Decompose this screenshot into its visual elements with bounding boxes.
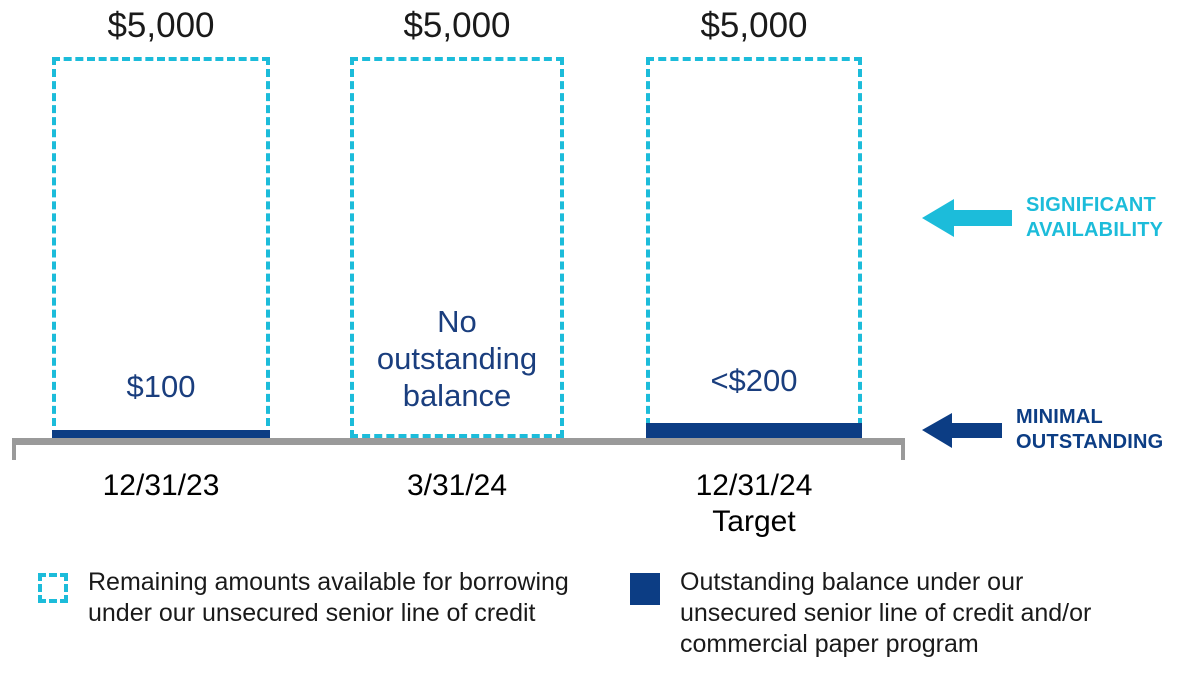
x-axis-tick-right [901,438,905,460]
category-label-1: 12/31/23 [42,468,280,504]
category-label-3: 12/31/24 Target [640,468,868,540]
left-arrow-icon [922,199,1012,237]
x-axis-tick-left [12,438,16,460]
legend-label-available: Remaining amounts available for borrowin… [88,568,569,627]
outstanding-label-1: $100 [126,369,196,404]
annotation-significant-availability: SIGNIFICANT AVAILABILITY [922,193,1163,243]
category-label-3-line2: Target [712,505,796,538]
bar-cap-label-2: $5,000 [403,6,511,45]
available-box-2 [350,57,564,438]
chart-legend: Remaining amounts available for borrowin… [0,555,1200,680]
annotation-significant-availability-text: SIGNIFICANT AVAILABILITY [1026,194,1164,241]
x-axis-line [12,438,905,445]
legend-swatch-dashed-cyan-icon [38,573,68,603]
outstanding-label-3: <$200 [710,363,798,398]
outstanding-bar-1 [52,430,270,438]
category-label-2: 3/31/24 [345,468,569,504]
legend-item-outstanding: Outstanding balance under our unsecured … [630,567,1170,660]
legend-swatch-solid-navy-icon [630,573,660,605]
annotation-minimal-outstanding: MINIMAL OUTSTANDING [922,405,1163,455]
left-arrow-icon [922,413,1002,448]
outstanding-label-2: No outstanding balance [376,304,538,413]
legend-label-outstanding: Outstanding balance under our unsecured … [680,568,1092,658]
bar-cap-label-1: $5,000 [107,6,215,45]
category-label-1-line1: 12/31/23 [102,469,220,502]
outstanding-bar-3 [646,423,862,438]
legend-item-available: Remaining amounts available for borrowin… [38,567,598,629]
category-label-2-line1: 3/31/24 [406,469,508,502]
category-label-3-line1: 12/31/24 [695,469,813,502]
bar-cap-label-3: $5,000 [700,6,808,45]
annotation-minimal-outstanding-text: MINIMAL OUTSTANDING [1016,406,1164,453]
plot-area: $5,000 $5,000 $5,000 $100 No outstanding… [12,6,1163,538]
